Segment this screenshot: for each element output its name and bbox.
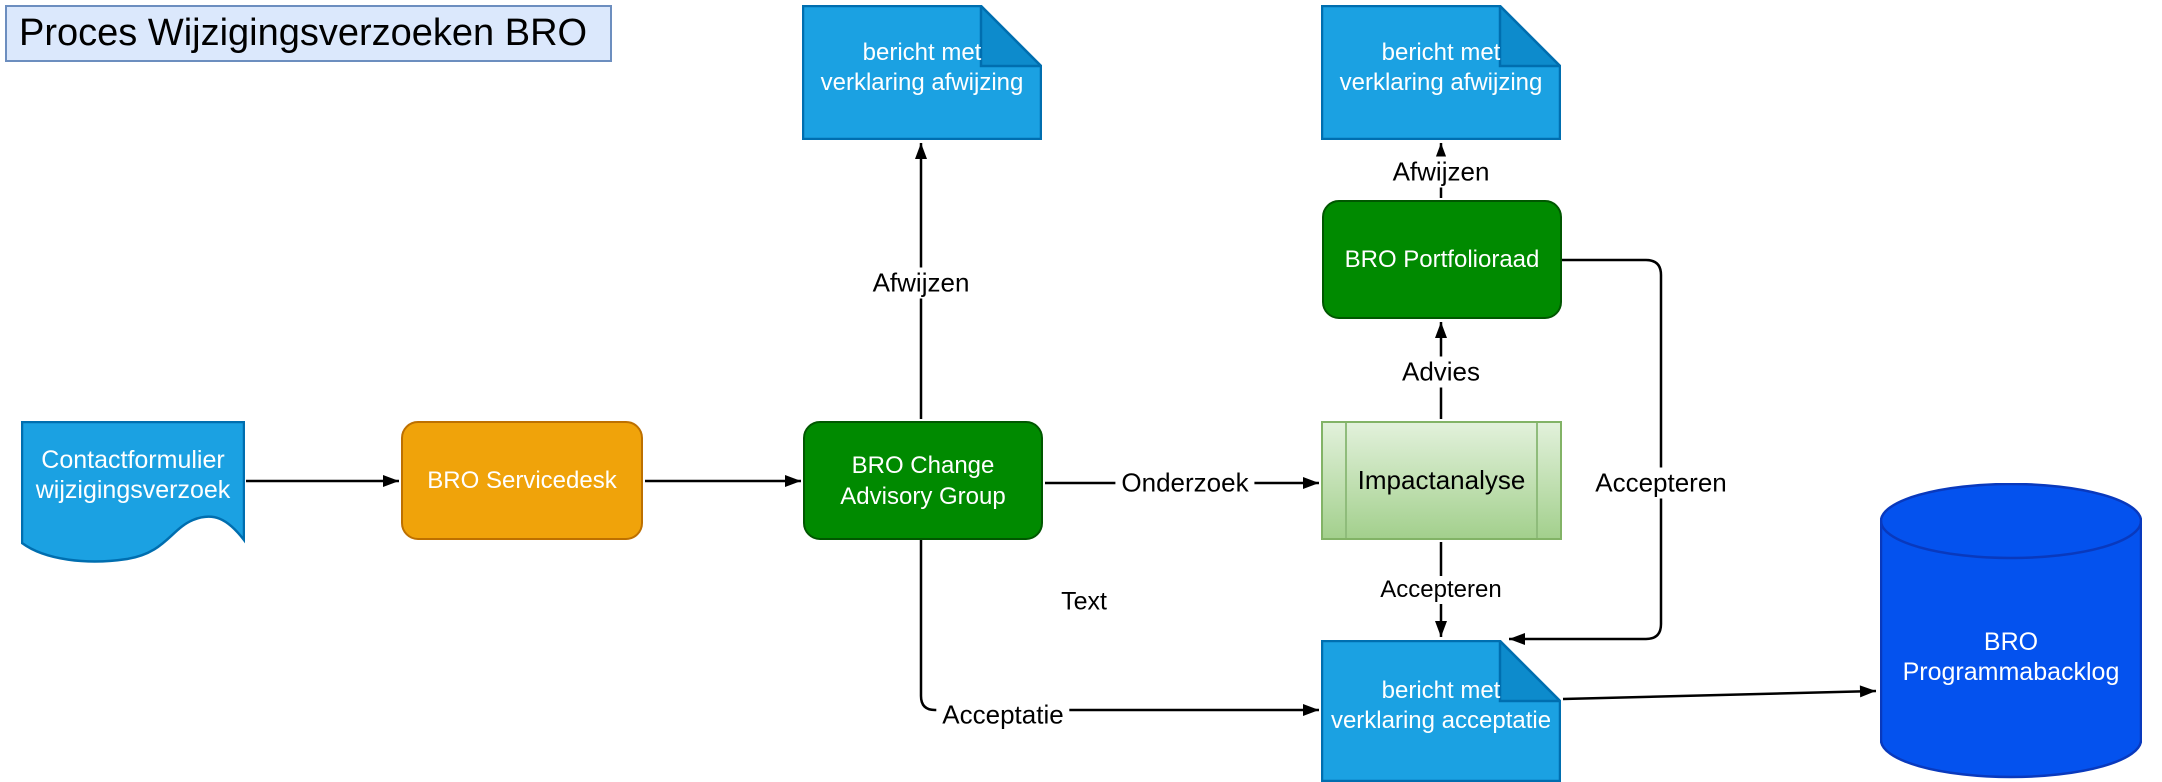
node-bro-servicedesk: BRO Servicedesk (401, 421, 643, 540)
edge-label-advies: Advies (1395, 356, 1487, 388)
edge-label-afwijzen-links: Afwijzen (866, 267, 976, 299)
node-bro-portfolioraad: BRO Portfolioraad (1322, 200, 1562, 319)
edge-label-afwijzen-rechts: Afwijzen (1386, 156, 1496, 188)
diagram-title: Proces Wijzigingsverzoeken BRO (5, 5, 612, 62)
note-shape (1321, 640, 1561, 782)
node-bericht-acceptatie-label: bericht met verklaring acceptatie (1330, 677, 1552, 734)
node-bericht-afwijzing-rechts: bericht met verklaring afwijzing (1321, 5, 1561, 140)
edge-label-onderzoek: Onderzoek (1115, 467, 1255, 499)
node-bericht-afwijzing-rechts-label: bericht met verklaring afwijzing (1339, 38, 1543, 96)
connector-doc-to-backlog (1562, 685, 1877, 701)
database-cylinder-shape (1880, 483, 2142, 779)
connector-portfolio-accepteren-to-doc (1509, 258, 1663, 645)
diagram-title-text: Proces Wijzigingsverzoeken BRO (19, 12, 588, 54)
edge-label-accepteren-rechts: Accepteren (1589, 467, 1733, 499)
node-bericht-afwijzing-links: bericht met verklaring afwijzing (802, 5, 1042, 140)
connector-cag-acceptatie-to-doc (919, 540, 1319, 716)
edge-label-accepteren-onder: Accepteren (1374, 576, 1508, 604)
process-bar-left (1345, 423, 1347, 538)
node-bericht-acceptatie: bericht met verklaring acceptatie (1321, 640, 1561, 782)
node-contactformulier: Contactformulier wijzigingsverzoek (21, 421, 245, 563)
node-bro-programmabacklog: BRO Programmabacklog (1880, 483, 2142, 779)
free-label-text: Text (1061, 587, 1107, 616)
node-bro-change-advisory-group: BRO Change Advisory Group (803, 421, 1043, 540)
process-bar-right (1536, 423, 1538, 538)
edge-label-acceptatie: Acceptatie (936, 699, 1070, 731)
node-contactformulier-label: Contactformulier wijzigingsverzoek (35, 446, 231, 504)
node-bro-programmabacklog-label: BRO Programmabacklog (1902, 628, 2120, 686)
node-bericht-afwijzing-links-label: bericht met verklaring afwijzing (820, 38, 1024, 96)
node-impactanalyse: Impactanalyse (1321, 421, 1562, 540)
note-shape (1321, 5, 1561, 140)
note-shape (802, 5, 1042, 140)
document-shape (21, 421, 245, 563)
